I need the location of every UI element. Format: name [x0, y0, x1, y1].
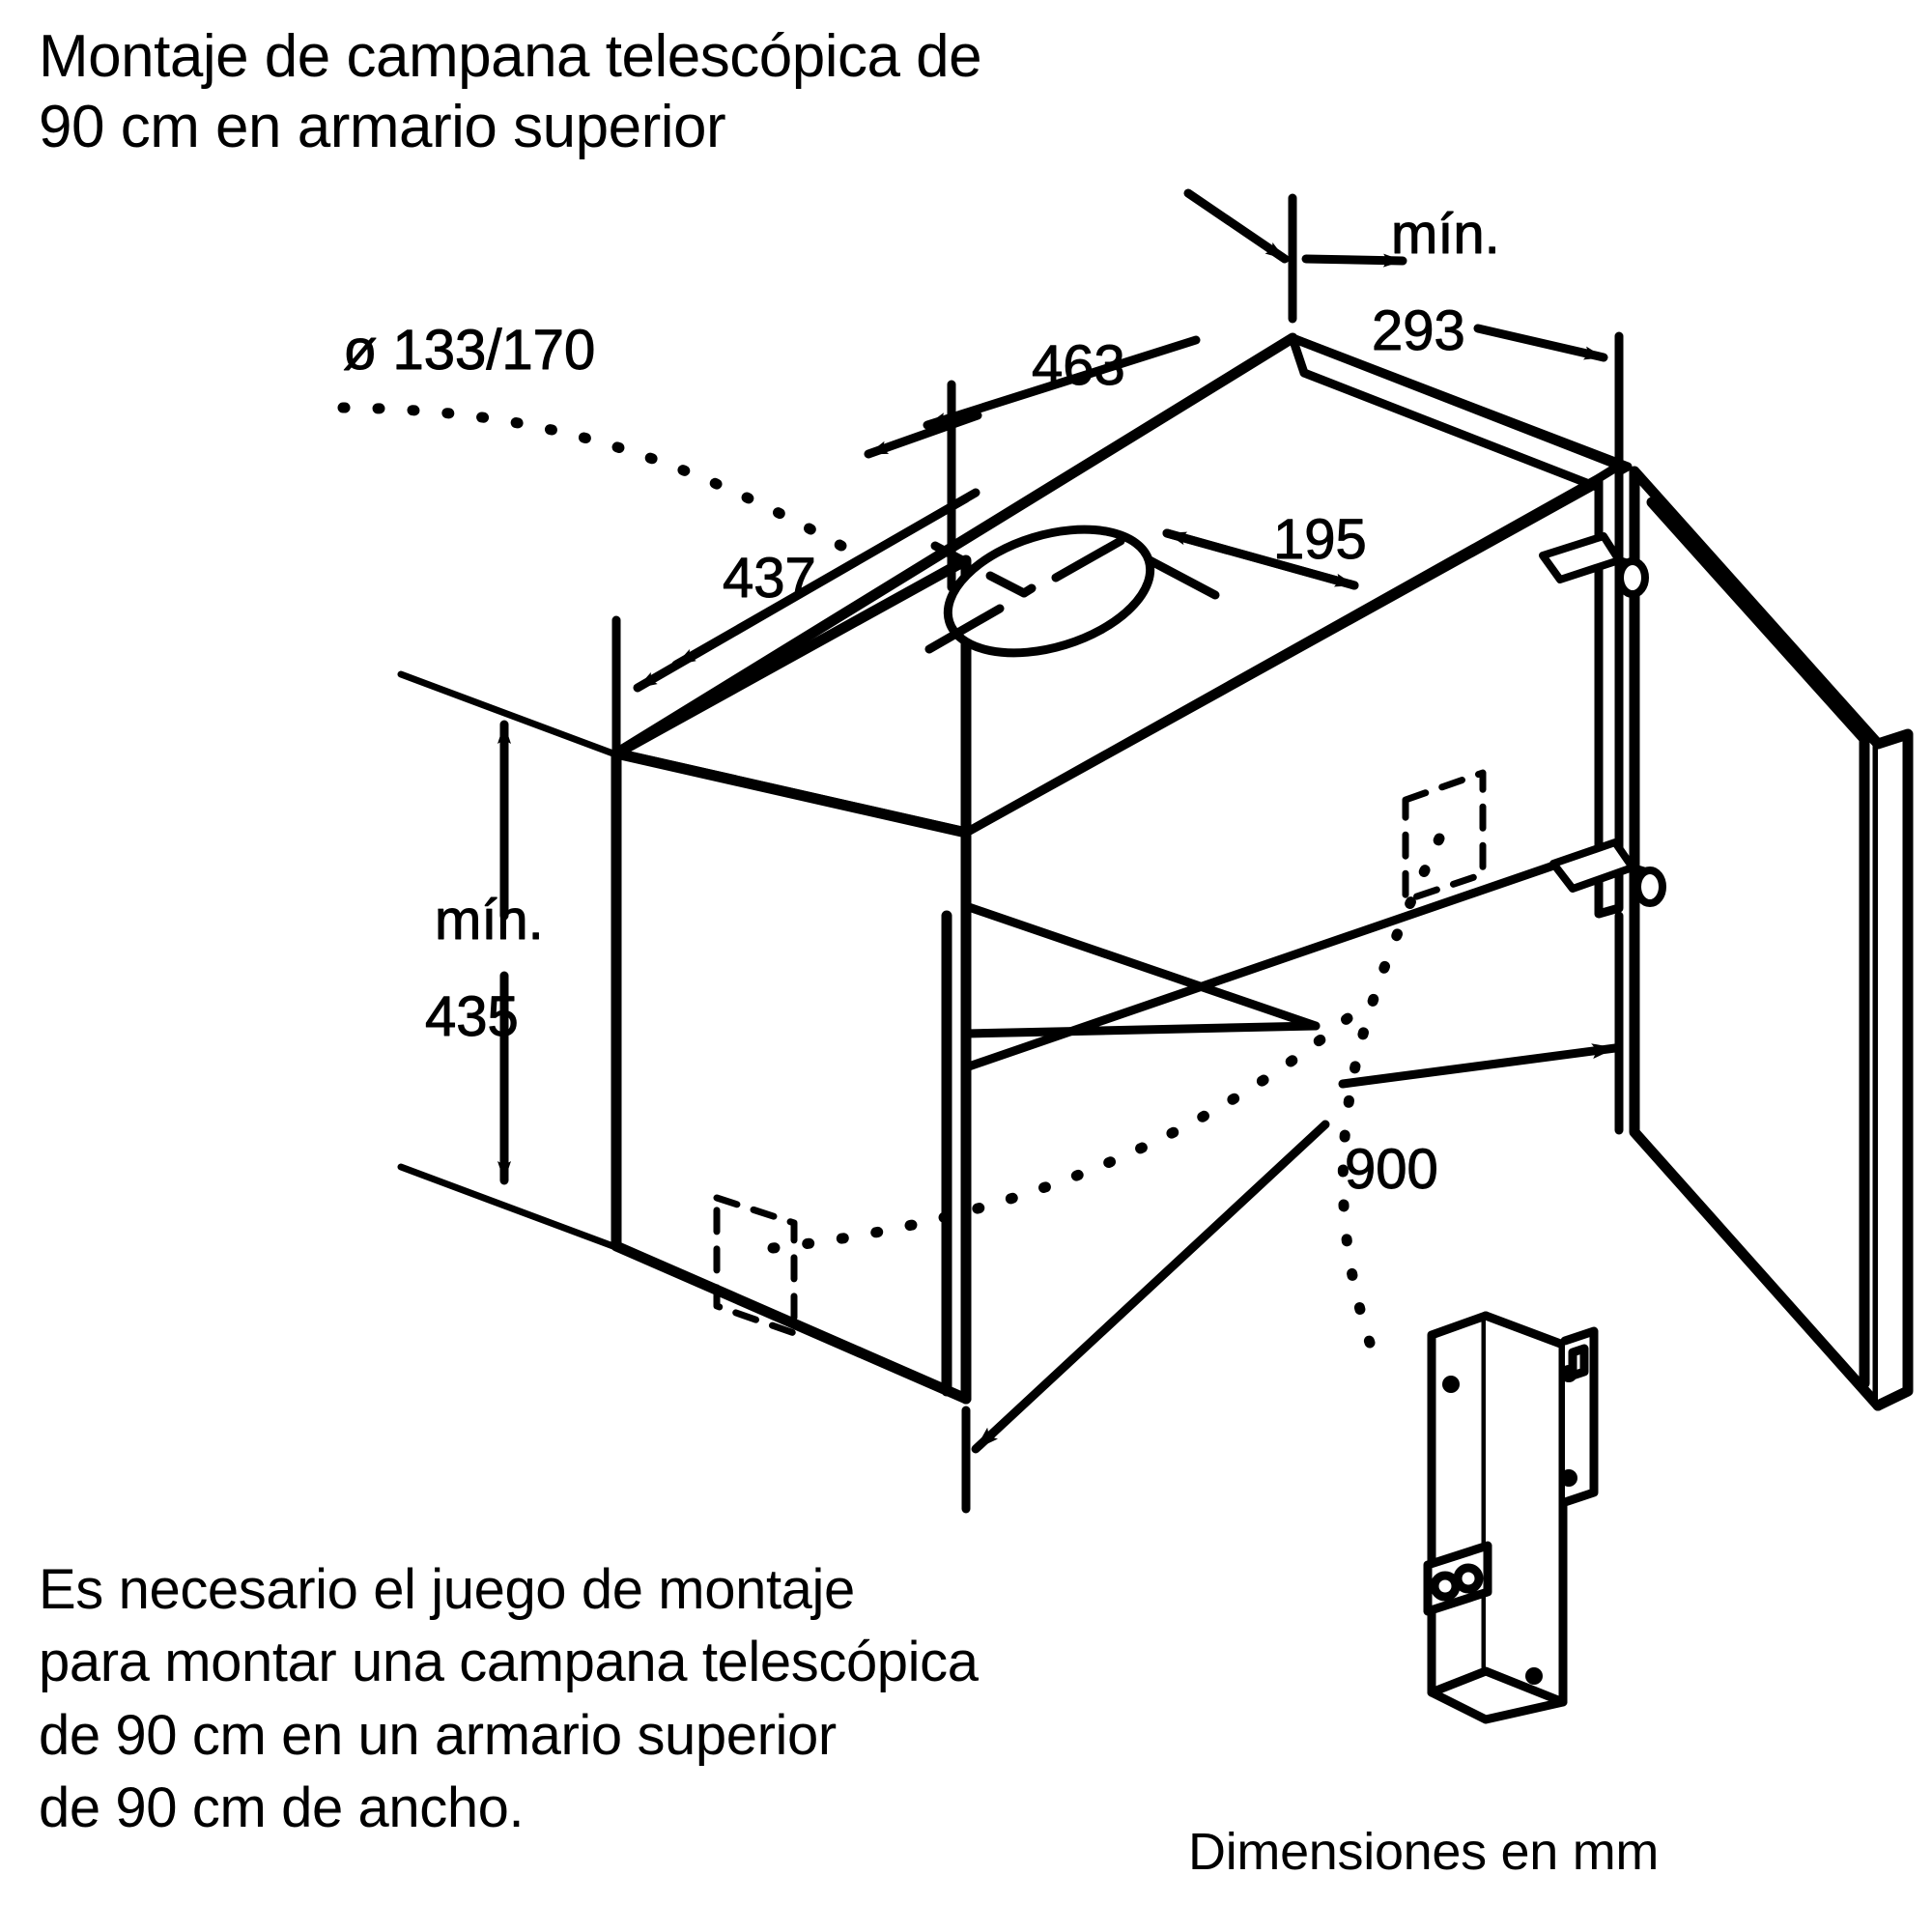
cabinet-top-panel-edge [1288, 333, 1624, 500]
dim-195-lines [1162, 528, 1359, 590]
dim-293-label-line1: mín. [1391, 203, 1500, 266]
dim-463-label: 463 [1032, 334, 1125, 397]
dim-195-label: 195 [1273, 508, 1367, 571]
dim-435-lines [397, 670, 622, 1252]
dim-435-label-line1: mín. [435, 889, 544, 952]
callout-layer [767, 833, 1445, 1349]
cabinet-right-side-panel [1594, 461, 1624, 919]
dim-duct-diameter-label: ø 133/170 [343, 319, 595, 382]
callout-bracket-left [767, 1009, 1358, 1254]
dim-463-lines [864, 335, 1201, 592]
units-note: Dimensiones en mm [1188, 1823, 1660, 1881]
hinge-upper [1539, 532, 1649, 598]
dim-900-lines [961, 911, 1624, 1514]
page-title: Montaje de campana telescópica de 90 cm … [39, 23, 982, 161]
cabinet-assembly [611, 332, 1914, 1411]
dimension-layer: ø 133/170 463 mín. 293 [337, 188, 1624, 1514]
dim-duct-diameter-leader [337, 402, 856, 556]
mounting-bracket-part [1423, 1311, 1599, 1724]
hood-front-strip [961, 901, 1321, 1038]
dim-293-label-line2: 293 [1372, 299, 1465, 362]
installation-note: Es necesario el juego de montaje para mo… [39, 1558, 979, 1840]
dim-437-lines [611, 488, 980, 768]
dim-437-label: 437 [723, 547, 816, 610]
duct-hole-centre-axis [924, 536, 1220, 654]
bracket-footprint-right [1402, 769, 1487, 904]
callout-bracket-right [1337, 833, 1445, 1349]
dim-293-lines [1183, 188, 1624, 473]
hinge-lower [1549, 838, 1666, 907]
dim-900-label: 900 [1345, 1138, 1438, 1201]
cabinet-door [1629, 466, 1914, 1411]
dim-435-label-line2: 435 [425, 985, 519, 1048]
bracket-footprint-left [713, 1194, 798, 1337]
